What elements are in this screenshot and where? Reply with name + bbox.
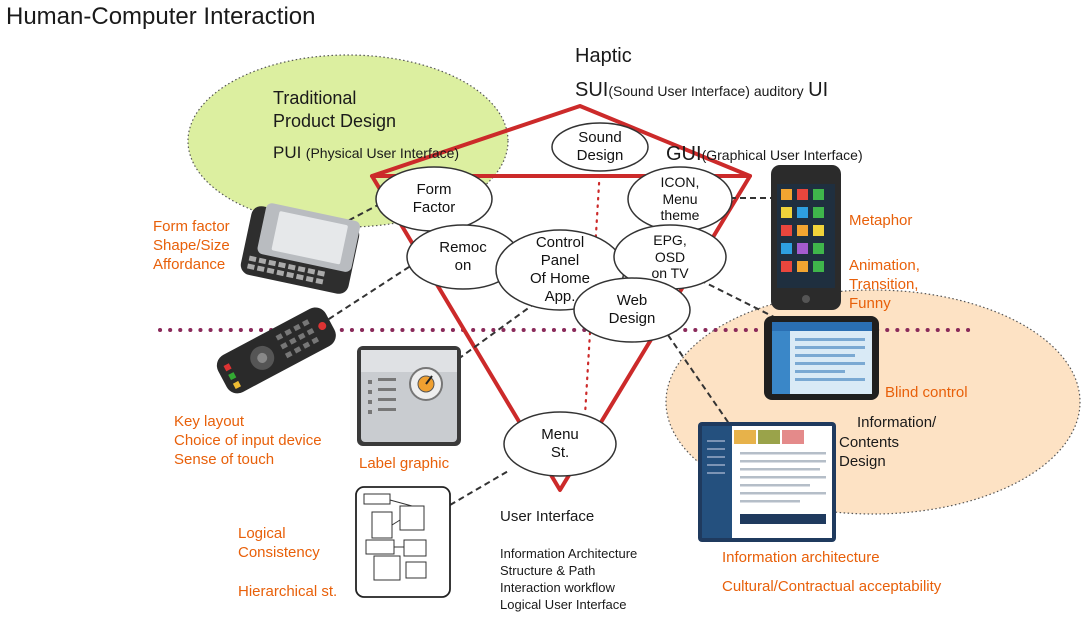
tablet-illustration xyxy=(764,316,879,400)
traditional-line2: Product Design xyxy=(273,111,397,131)
ui-item-workflow: Interaction workflow xyxy=(500,580,615,595)
connector-menu-st xyxy=(449,469,511,506)
key-layout-label-1: Key layout xyxy=(174,413,245,430)
form-factor-label-3: Affordance xyxy=(153,256,226,273)
smartphone-illustration xyxy=(771,165,841,310)
pui-abbr: PUI xyxy=(273,143,302,162)
icon-menu-bubble: ICON, Menu theme xyxy=(660,173,700,224)
metaphor-label: Metaphor xyxy=(849,212,913,229)
info-contents-label-3: Design xyxy=(839,453,886,470)
epg-bubble: EPG, OSD on TV xyxy=(651,231,689,282)
sound-design-bubble: Sound Design xyxy=(576,129,624,164)
info-contents-label-2: Contents xyxy=(839,434,900,451)
sui-ui: UI xyxy=(808,79,829,101)
keyboard-phone-illustration xyxy=(240,203,361,294)
ui-item-info-arch: Information Architecture xyxy=(500,546,638,561)
remocon-bubble: Remoc on xyxy=(439,239,487,274)
consistency-label: Consistency xyxy=(238,544,320,561)
webpage-illustration xyxy=(698,422,836,542)
control-panel-bubble: Control Panel Of Home App. xyxy=(529,234,590,305)
ui-item-logical: Logical User Interface xyxy=(500,597,627,612)
form-factor-bubble: Form Factor xyxy=(412,181,456,216)
sui-label: SUI(Sound User Interface) auditory UI xyxy=(575,78,828,102)
label-graphic-illustration xyxy=(357,346,461,446)
hierarchy-illustration xyxy=(355,486,451,598)
cultural-label: Cultural/Contractual acceptability xyxy=(722,578,942,595)
sui-full: (Sound User Interface) auditory xyxy=(608,83,804,99)
web-design-bubble: Web Design xyxy=(608,292,656,327)
connector-form-factor xyxy=(339,204,379,226)
gui-label: GUI(Graphical User Interface) xyxy=(666,142,863,166)
animation-label-3: Funny xyxy=(849,295,891,312)
web-design-bubble-shape xyxy=(573,277,691,343)
menu-st-bubble: Menu St. xyxy=(541,426,579,461)
blind-control-label: Blind control xyxy=(885,384,968,401)
menu-st-bubble-shape xyxy=(503,411,617,477)
gui-abbr: GUI xyxy=(666,143,702,165)
form-factor-label-1: Form factor xyxy=(153,218,230,235)
sound-design-bubble-shape xyxy=(551,122,649,172)
hierarchical-label: Hierarchical st. xyxy=(238,583,338,600)
pui-label: PUI (Physical User Interface) xyxy=(273,143,459,163)
sui-abbr: SUI xyxy=(575,79,609,101)
info-arch-label: Information architecture xyxy=(722,549,880,566)
key-layout-label-3: Sense of touch xyxy=(174,451,275,468)
animation-label-1: Animation, xyxy=(849,257,920,274)
ui-item-structure: Structure & Path xyxy=(500,563,596,578)
animation-label-2: Transition, xyxy=(849,276,919,293)
remote-control-illustration xyxy=(216,307,336,394)
logical-label: Logical xyxy=(238,525,286,542)
form-factor-label-2: Shape/Size xyxy=(153,237,230,254)
gui-full: (Graphical User Interface) xyxy=(701,147,863,163)
key-layout-label-2: Choice of input device xyxy=(174,432,322,449)
page-title: Human-Computer Interaction xyxy=(6,3,316,30)
traditional-line1: Traditional xyxy=(273,88,357,108)
user-interface-heading: User Interface xyxy=(500,508,595,525)
label-graphic-label: Label graphic xyxy=(359,455,450,472)
info-contents-label-1: Information/ xyxy=(857,414,937,431)
haptic-label: Haptic xyxy=(575,45,632,67)
connector-information xyxy=(667,334,731,426)
pui-full: (Physical User Interface) xyxy=(305,145,460,161)
